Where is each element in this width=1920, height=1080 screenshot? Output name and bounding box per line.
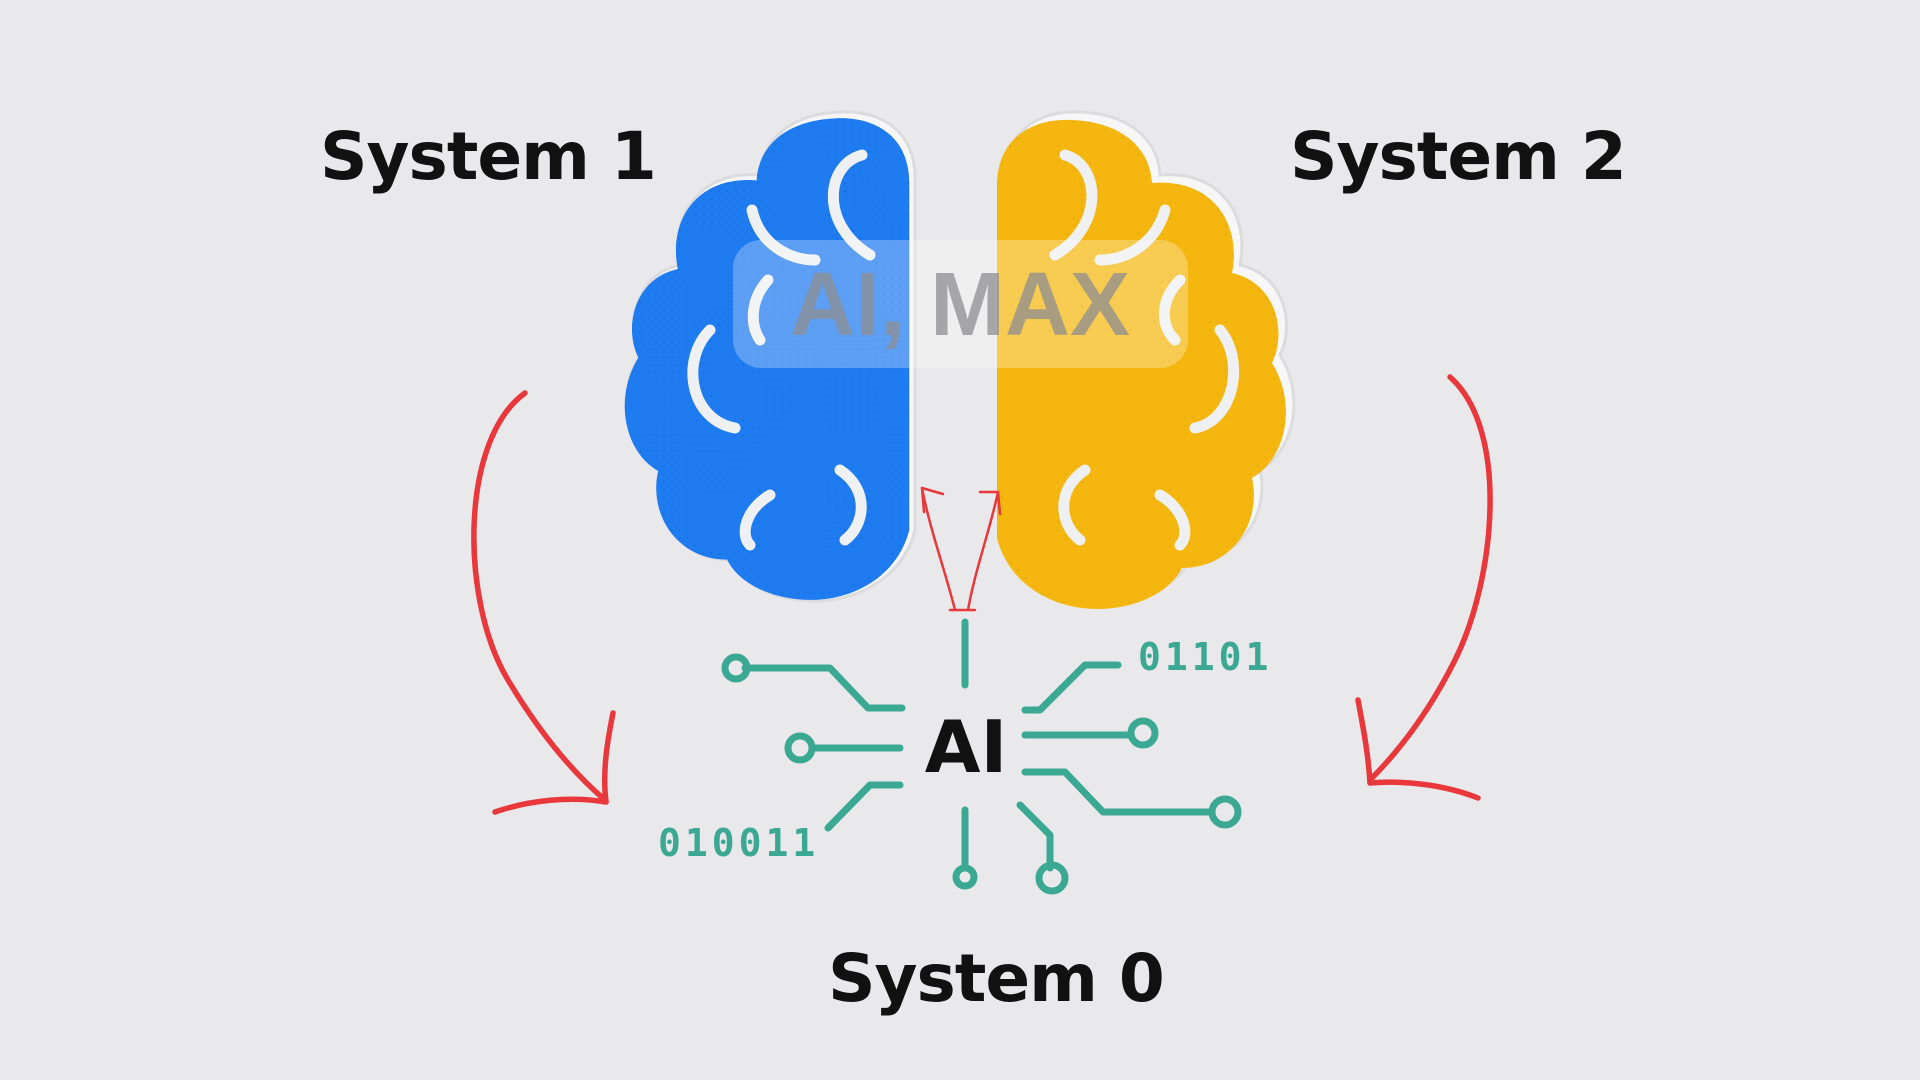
ai-chip-label: AI xyxy=(925,705,1008,789)
binary-left: 010011 xyxy=(658,821,819,865)
ai-circuit xyxy=(721,618,1242,895)
binary-right: 01101 xyxy=(1138,635,1272,679)
circuit-node xyxy=(952,864,978,890)
circuit-trace-bottom-right xyxy=(1016,801,1054,872)
system-1-label: System 1 xyxy=(320,118,657,195)
system-2-label: System 2 xyxy=(1290,118,1627,195)
circuit-node xyxy=(784,732,816,764)
circuit-node xyxy=(721,653,751,683)
circuit-trace-lower-right xyxy=(1021,768,1214,816)
right-brain-hemisphere xyxy=(997,110,1296,609)
watermark-text: AI, MAX xyxy=(790,255,1130,355)
arrow-system1-to-system0 xyxy=(471,390,616,815)
system-0-label: System 0 xyxy=(828,940,1165,1017)
circuit-node xyxy=(1127,717,1159,749)
arrow-system2-to-system0 xyxy=(1355,374,1493,801)
central-upward-arrows xyxy=(920,486,1002,612)
circuit-trace-upper-left xyxy=(741,664,906,712)
circuit-trace-lower-left xyxy=(824,781,904,832)
left-brain-hemisphere xyxy=(624,110,917,603)
watermark-band xyxy=(733,240,1188,368)
circuit-node xyxy=(1208,795,1242,829)
circuit-trace-upper-right xyxy=(1021,661,1122,714)
circuit-node xyxy=(1035,861,1069,895)
